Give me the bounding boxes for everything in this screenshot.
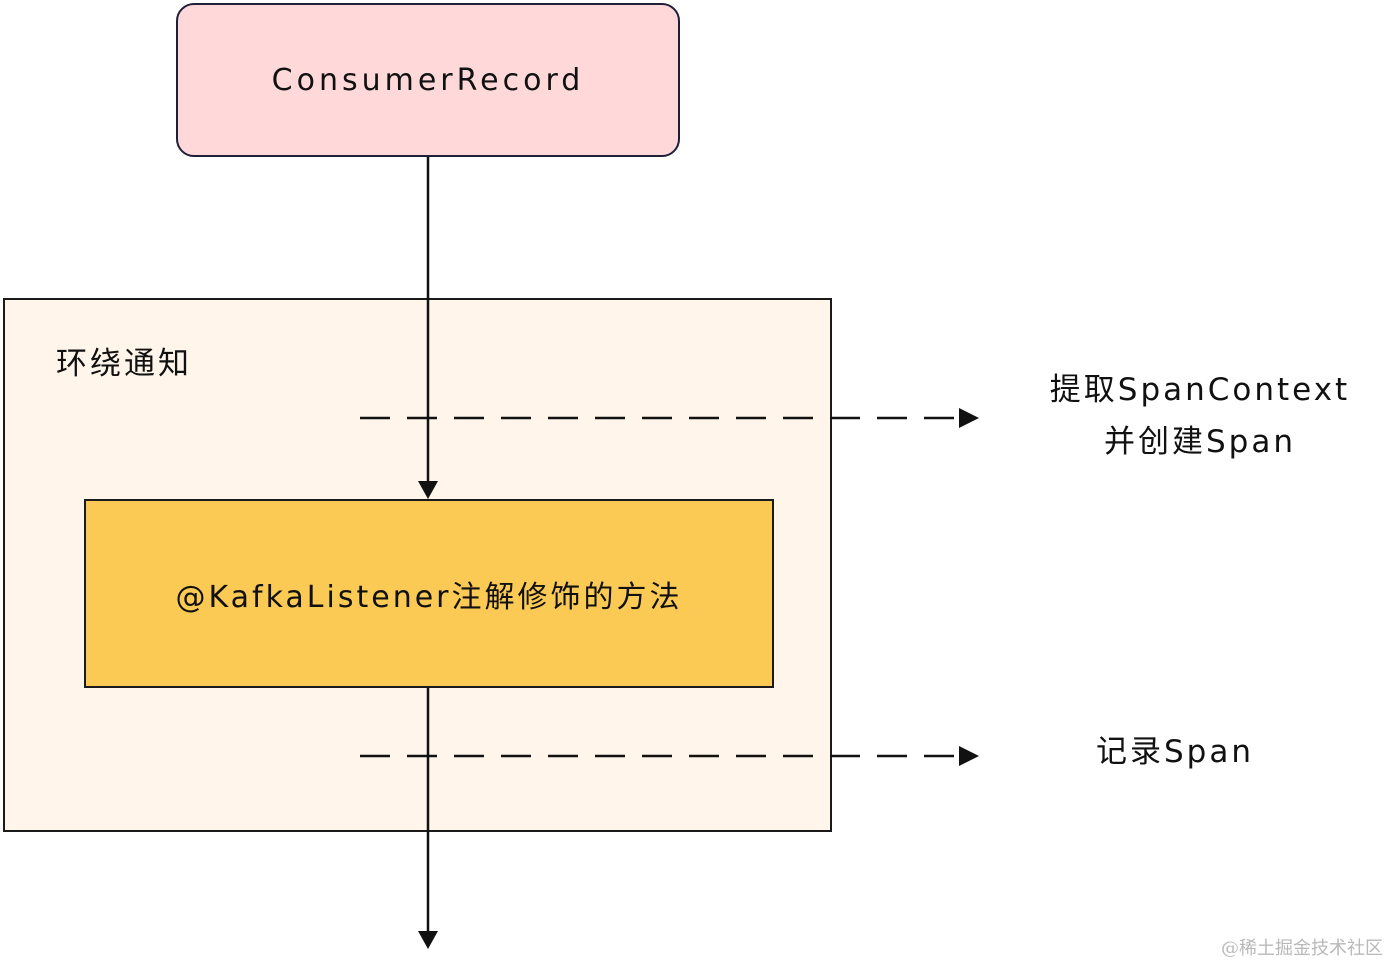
consumer-record-node: ConsumerRecord: [176, 3, 680, 157]
extract-span-context-note: 提取SpanContext 并创建Span: [1020, 364, 1380, 468]
kafka-listener-method-node: @KafkaListener注解修饰的方法: [84, 499, 774, 688]
kafka-listener-method-label: @KafkaListener注解修饰的方法: [175, 579, 683, 615]
extract-note-line-2: 并创建Span: [1104, 424, 1296, 460]
record-span-note: 记录Span: [1096, 734, 1254, 770]
watermark: @稀土掘金技术社区: [1221, 938, 1383, 959]
arrowhead-extract: [959, 408, 979, 428]
arrowhead-record: [959, 746, 979, 766]
extract-note-line-1: 提取SpanContext: [1049, 372, 1351, 408]
arrowhead-bottom: [418, 931, 438, 949]
around-advice-label: 环绕通知: [56, 346, 192, 382]
consumer-record-label: ConsumerRecord: [271, 62, 585, 98]
